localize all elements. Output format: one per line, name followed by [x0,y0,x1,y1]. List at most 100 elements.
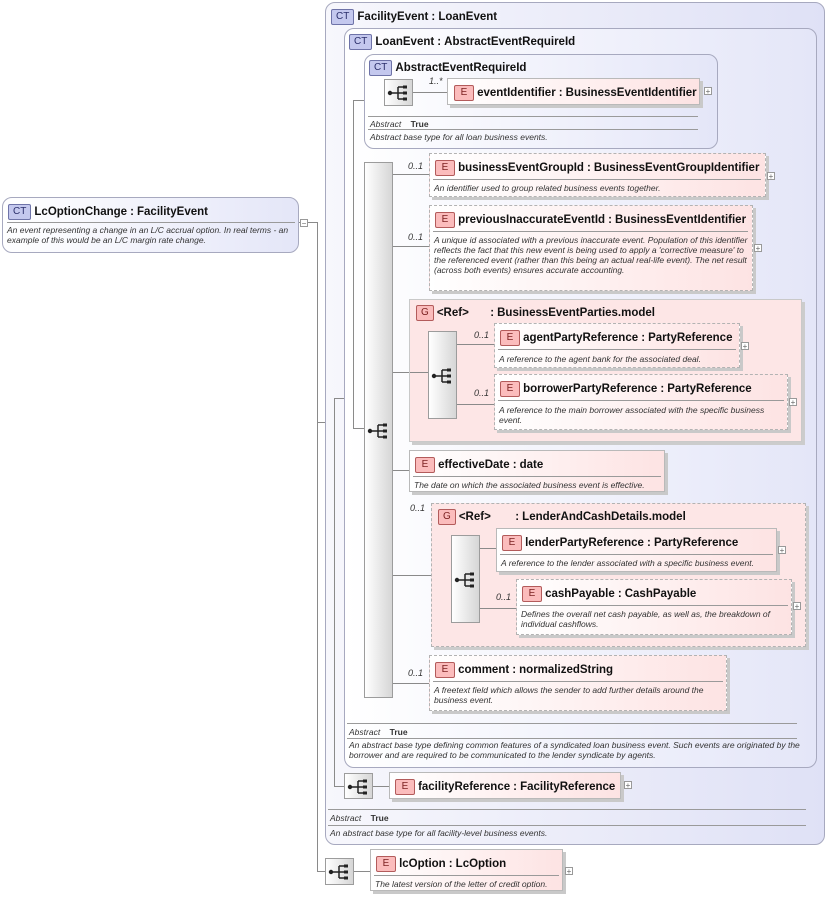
divider [413,476,661,477]
borrower-type: PartyReference [667,382,752,395]
element-badge-icon: E [376,856,396,872]
event-identifier-cardinality: 1..* [429,76,443,86]
comment-element[interactable]: E comment : normalizedString A freetext … [429,655,727,711]
borrower-party-reference-element[interactable]: E borrowerPartyReference : PartyReferenc… [494,374,788,430]
type-separator: : [515,510,520,523]
divider [328,809,806,810]
previous-id-name: previousInaccurateEventId [458,213,606,226]
effective-date-type: date [519,458,544,471]
event-identifier-type: BusinessEventIdentifier [565,86,697,99]
loan-event-doc: An abstract base type defining common fe… [349,740,800,760]
comment-type: normalizedString [519,663,614,676]
sequence-compositor-lcoption[interactable] [325,858,354,885]
expand-plus-icon[interactable]: + [741,342,749,351]
expand-plus-icon[interactable]: + [778,546,786,555]
expand-plus-icon[interactable]: + [624,781,632,790]
previous-id-header: E previousInaccurateEventId : BusinessEv… [435,212,746,228]
branch-group-id [393,174,429,175]
facility-event-name: FacilityEvent [357,10,429,23]
previous-id-cardinality: 0..1 [408,232,424,242]
lc-option-change-base-type: FacilityEvent [137,205,208,218]
sequence-compositor-lender[interactable] [451,535,480,623]
divider [347,738,797,739]
group-ref-label: <Ref> [436,306,469,319]
divider [433,179,761,180]
divider [498,349,736,350]
element-badge-icon: E [522,586,542,602]
divider [374,875,559,876]
lc-option-change-doc: An event representing a change in an L/C… [7,225,289,245]
expand-plus-icon[interactable]: + [793,602,801,611]
lc-option-name: lcOption [399,857,446,870]
lc-option-header: E lcOption : LcOption [376,856,506,872]
type-separator: : [558,86,563,99]
lender-group-cardinality: 0..1 [410,503,426,513]
expand-plus-icon[interactable]: + [754,244,762,253]
sequence-compositor[interactable] [384,79,413,106]
complex-type-badge-icon: CT [8,204,32,220]
parties-group-name: BusinessEventParties.model [497,306,655,319]
borrower-header: E borrowerPartyReference : PartyReferenc… [500,381,752,397]
parties-group-header: G <Ref> : BusinessEventParties.model [416,305,655,321]
sequence-compositor-facility[interactable] [344,773,373,799]
expand-plus-icon[interactable]: + [767,172,775,181]
divider [433,681,723,682]
element-badge-icon: E [500,330,520,346]
effective-date-element[interactable]: E effectiveDate : date The date on which… [409,450,665,492]
divider [520,605,788,606]
complex-type-badge-icon: CT [331,9,355,25]
agent-type: PartyReference [648,331,733,344]
previous-inaccurate-event-id-element[interactable]: E previousInaccurateEventId : BusinessEv… [429,205,753,291]
element-badge-icon: E [435,662,455,678]
complex-type-badge-icon: CT [349,34,373,50]
divider [500,554,773,555]
lc-option-change-type[interactable]: CT LcOptionChange : FacilityEvent An eve… [2,197,299,253]
type-separator: : [130,205,134,218]
lender-name: lenderPartyReference [525,536,644,549]
element-badge-icon: E [502,535,522,551]
facility-event-base-type: LoanEvent [438,10,498,23]
lender-group-name: LenderAndCashDetails.model [522,510,686,523]
agent-party-reference-element[interactable]: E agentPartyReference : PartyReference A… [494,323,740,368]
divider [328,825,806,826]
group-badge-icon: G [416,305,434,321]
event-identifier-element[interactable]: E eventIdentifier : BusinessEventIdentif… [447,78,700,105]
group-id-name: businessEventGroupId [458,161,584,174]
abstract-event-abstract: Abstract True [370,119,429,129]
lender-party-reference-element[interactable]: E lenderPartyReference : PartyReference … [496,528,777,572]
sequence-compositor-main[interactable] [364,162,393,698]
lender-group-header: G <Ref> : LenderAndCashDetails.model [438,509,686,525]
abstract-event-header: CT AbstractEventRequireId [369,60,526,76]
lc-option-element[interactable]: E lcOption : LcOption The latest version… [370,849,563,891]
type-separator: : [448,857,453,870]
type-separator: : [641,331,646,344]
sequence-compositor-parties[interactable] [428,331,457,419]
lc-option-doc: The latest version of the letter of cred… [375,879,548,889]
collapse-minus-icon[interactable]: − [300,219,308,228]
cash-payable-element[interactable]: E cashPayable : CashPayable Defines the … [516,579,792,635]
branch-effective [393,470,409,471]
expand-plus-icon[interactable]: + [789,398,797,407]
expand-plus-icon[interactable]: + [565,867,573,876]
sequence-icon [431,368,451,384]
facility-ref-type: FacilityReference [520,780,616,793]
connector-facility-to-seq2 [334,786,344,787]
type-separator: : [660,382,665,395]
branch-comment [393,683,429,684]
element-badge-icon: E [500,381,520,397]
abstract-event-doc: Abstract base type for all loan business… [370,132,548,142]
divider [368,129,698,130]
connector-loan-vertical [353,100,354,428]
facility-reference-element[interactable]: E facilityReference : FacilityReference [389,772,621,799]
effective-date-name: effectiveDate [438,458,510,471]
business-event-group-id-element[interactable]: E businessEventGroupId : BusinessEventGr… [429,153,766,197]
borrower-cardinality: 0..1 [474,388,490,398]
cash-header: E cashPayable : CashPayable [522,586,696,602]
connector-parties [410,372,428,373]
expand-plus-icon[interactable]: + [704,87,712,96]
previous-id-type: BusinessEventIdentifier [615,213,747,226]
sequence-icon [454,572,474,588]
event-identifier-name: eventIdentifier [477,86,556,99]
comment-name: comment [458,663,510,676]
branch-lcoption [354,871,370,872]
